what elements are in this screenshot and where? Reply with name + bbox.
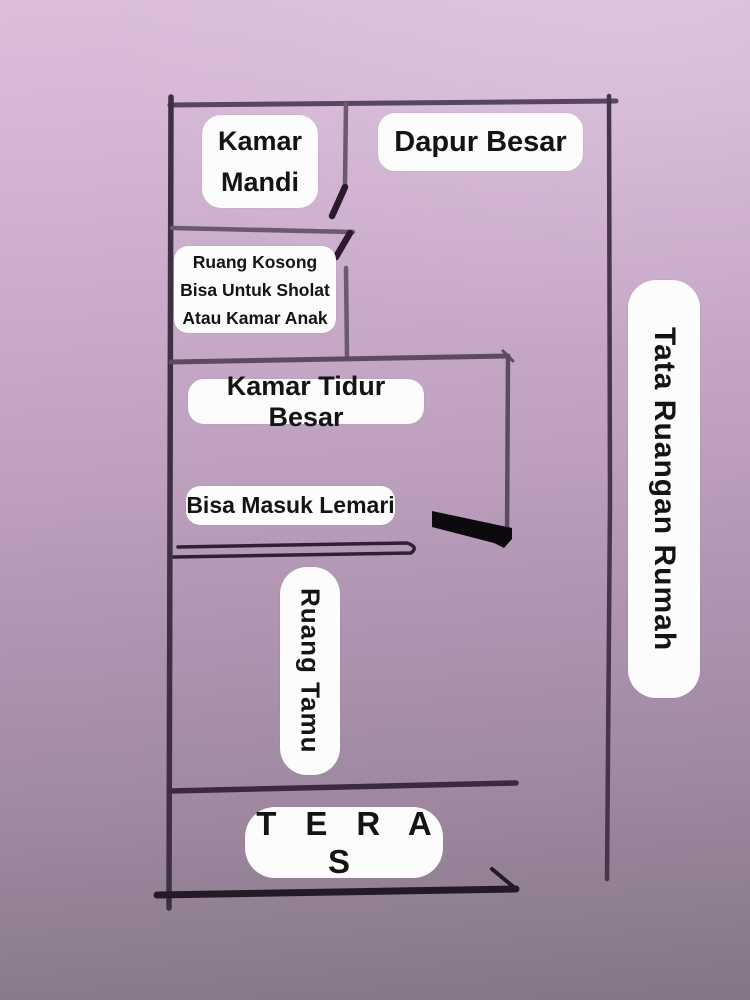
wall-top — [167, 98, 619, 108]
wall-teras-hook — [490, 867, 518, 891]
wall-kamar-tidur-right — [504, 353, 511, 544]
plan-title-text: Tata Ruangan Rumah — [648, 326, 681, 652]
wall-kamar-mandi-dapur — [342, 101, 349, 187]
wall-teras-bottom — [153, 885, 520, 899]
wall-corner-tick — [501, 349, 515, 363]
room-label-kamar-tidur-besar: Kamar Tidur Besar — [188, 371, 424, 432]
door-slash-ruang-kosong-icon — [332, 229, 354, 261]
wall-kamar-tidur-top — [168, 353, 511, 365]
wall-kamar-tidur-bottom — [172, 541, 416, 559]
note-label-bisa-masuk-lemari: Bisa Masuk Lemari — [186, 486, 395, 525]
note-label-text: Bisa Masuk Lemari — [186, 492, 395, 518]
wall-right — [604, 93, 613, 882]
room-label-line: Atau Kamar Anak — [182, 307, 328, 328]
door-stroke-lemari-icon — [432, 511, 512, 548]
plan-title-vertical: Tata Ruangan Rumah — [628, 280, 700, 698]
room-label-ruang-tamu: Ruang Tamu — [280, 567, 340, 775]
room-label-text: T E R A S — [256, 804, 442, 880]
room-label-line: Ruang Kosong — [192, 251, 318, 272]
room-label-teras: T E R A S — [245, 804, 443, 880]
room-label-text: Kamar Tidur Besar — [226, 370, 386, 432]
wall-kamar-mandi-bottom — [169, 225, 356, 235]
room-label-line: Mandi — [220, 166, 299, 197]
room-label-kamar-mandi: Kamar Mandi — [202, 115, 318, 208]
door-slash-kamar-mandi-icon — [328, 183, 349, 220]
room-label-ruang-kosong: Ruang Kosong Bisa Untuk Sholat Atau Kama… — [174, 246, 336, 333]
room-label-text: Ruang Tamu — [295, 588, 326, 754]
room-label-text: Dapur Besar — [394, 125, 567, 158]
room-label-line: Bisa Untuk Sholat — [180, 279, 330, 300]
wall-ruang-kosong-right — [343, 265, 350, 360]
wall-ruang-tamu-bottom — [167, 780, 519, 794]
room-label-line: Kamar — [217, 126, 303, 156]
room-label-dapur-besar: Dapur Besar — [378, 113, 583, 171]
wall-left — [166, 94, 174, 911]
